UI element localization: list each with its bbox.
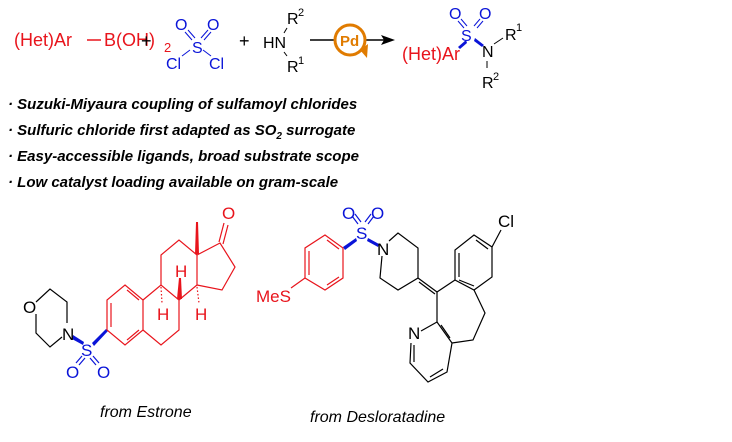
svg-text:HN: HN: [263, 35, 286, 52]
catalytic-cycle-icon: [333, 23, 367, 57]
svg-text:H: H: [157, 305, 169, 324]
svg-text:S: S: [81, 341, 92, 360]
svg-text:MeS: MeS: [256, 287, 291, 306]
svg-text:2: 2: [298, 7, 304, 19]
svg-text:O: O: [97, 363, 110, 382]
sulfuryl-chloride: S O O Cl Cl: [166, 17, 224, 73]
svg-text:O: O: [449, 6, 461, 23]
svg-text:O: O: [479, 6, 491, 23]
reaction-arrow: Pd: [310, 23, 395, 58]
svg-text:(Het)Ar: (Het)Ar: [14, 30, 72, 50]
svg-text:N: N: [377, 240, 389, 259]
svg-text:R: R: [287, 59, 299, 76]
bullet-point: · Suzuki-Miyaura coupling of sulfamoyl c…: [8, 96, 358, 113]
estrone-derivative: O N S O O O H H H: [23, 204, 236, 382]
svg-text:O: O: [175, 17, 187, 34]
svg-text:O: O: [342, 204, 355, 223]
svg-text:Cl: Cl: [498, 212, 514, 231]
svg-text:O: O: [23, 298, 36, 317]
svg-text:H: H: [195, 305, 207, 324]
plus-sign: +: [141, 31, 152, 51]
bullet-point: · Sulfuric chloride first adapted as SO2…: [8, 122, 356, 142]
svg-text:H: H: [175, 262, 187, 281]
svg-text:Cl: Cl: [209, 56, 224, 73]
svg-text:O: O: [371, 204, 384, 223]
svg-text:O: O: [207, 17, 219, 34]
desloratadine-derivative: MeS S O O N N Cl: [256, 204, 514, 383]
svg-text:2: 2: [493, 71, 499, 83]
svg-text:(Het)Ar: (Het)Ar: [402, 44, 460, 64]
caption-desloratadine: from Desloratadine: [310, 409, 446, 426]
svg-text:Cl: Cl: [166, 56, 181, 73]
svg-text:N: N: [62, 325, 74, 344]
svg-text:S: S: [461, 28, 472, 45]
svg-text:N: N: [482, 44, 494, 61]
svg-text:1: 1: [516, 22, 522, 34]
svg-text:2: 2: [164, 40, 171, 55]
caption-estrone: from Estrone: [100, 404, 192, 421]
svg-text:O: O: [66, 363, 79, 382]
bullet-point: · Low catalyst loading available on gram…: [8, 174, 339, 191]
plus-sign: +: [239, 31, 250, 51]
svg-text:R: R: [287, 11, 299, 28]
reactant-boronic-acid: (Het)Ar B(OH) 2: [14, 30, 171, 55]
catalyst-label: Pd: [340, 33, 359, 50]
svg-text:1: 1: [298, 55, 304, 67]
svg-text:O: O: [222, 204, 235, 223]
svg-text:R: R: [505, 27, 517, 44]
svg-text:S: S: [356, 224, 367, 243]
svg-text:B(OH): B(OH): [104, 30, 155, 50]
svg-text:N: N: [408, 324, 420, 343]
svg-text:S: S: [192, 40, 203, 57]
bullet-point: · Easy-accessible ligands, broad substra…: [8, 148, 359, 165]
svg-text:R: R: [482, 75, 494, 92]
